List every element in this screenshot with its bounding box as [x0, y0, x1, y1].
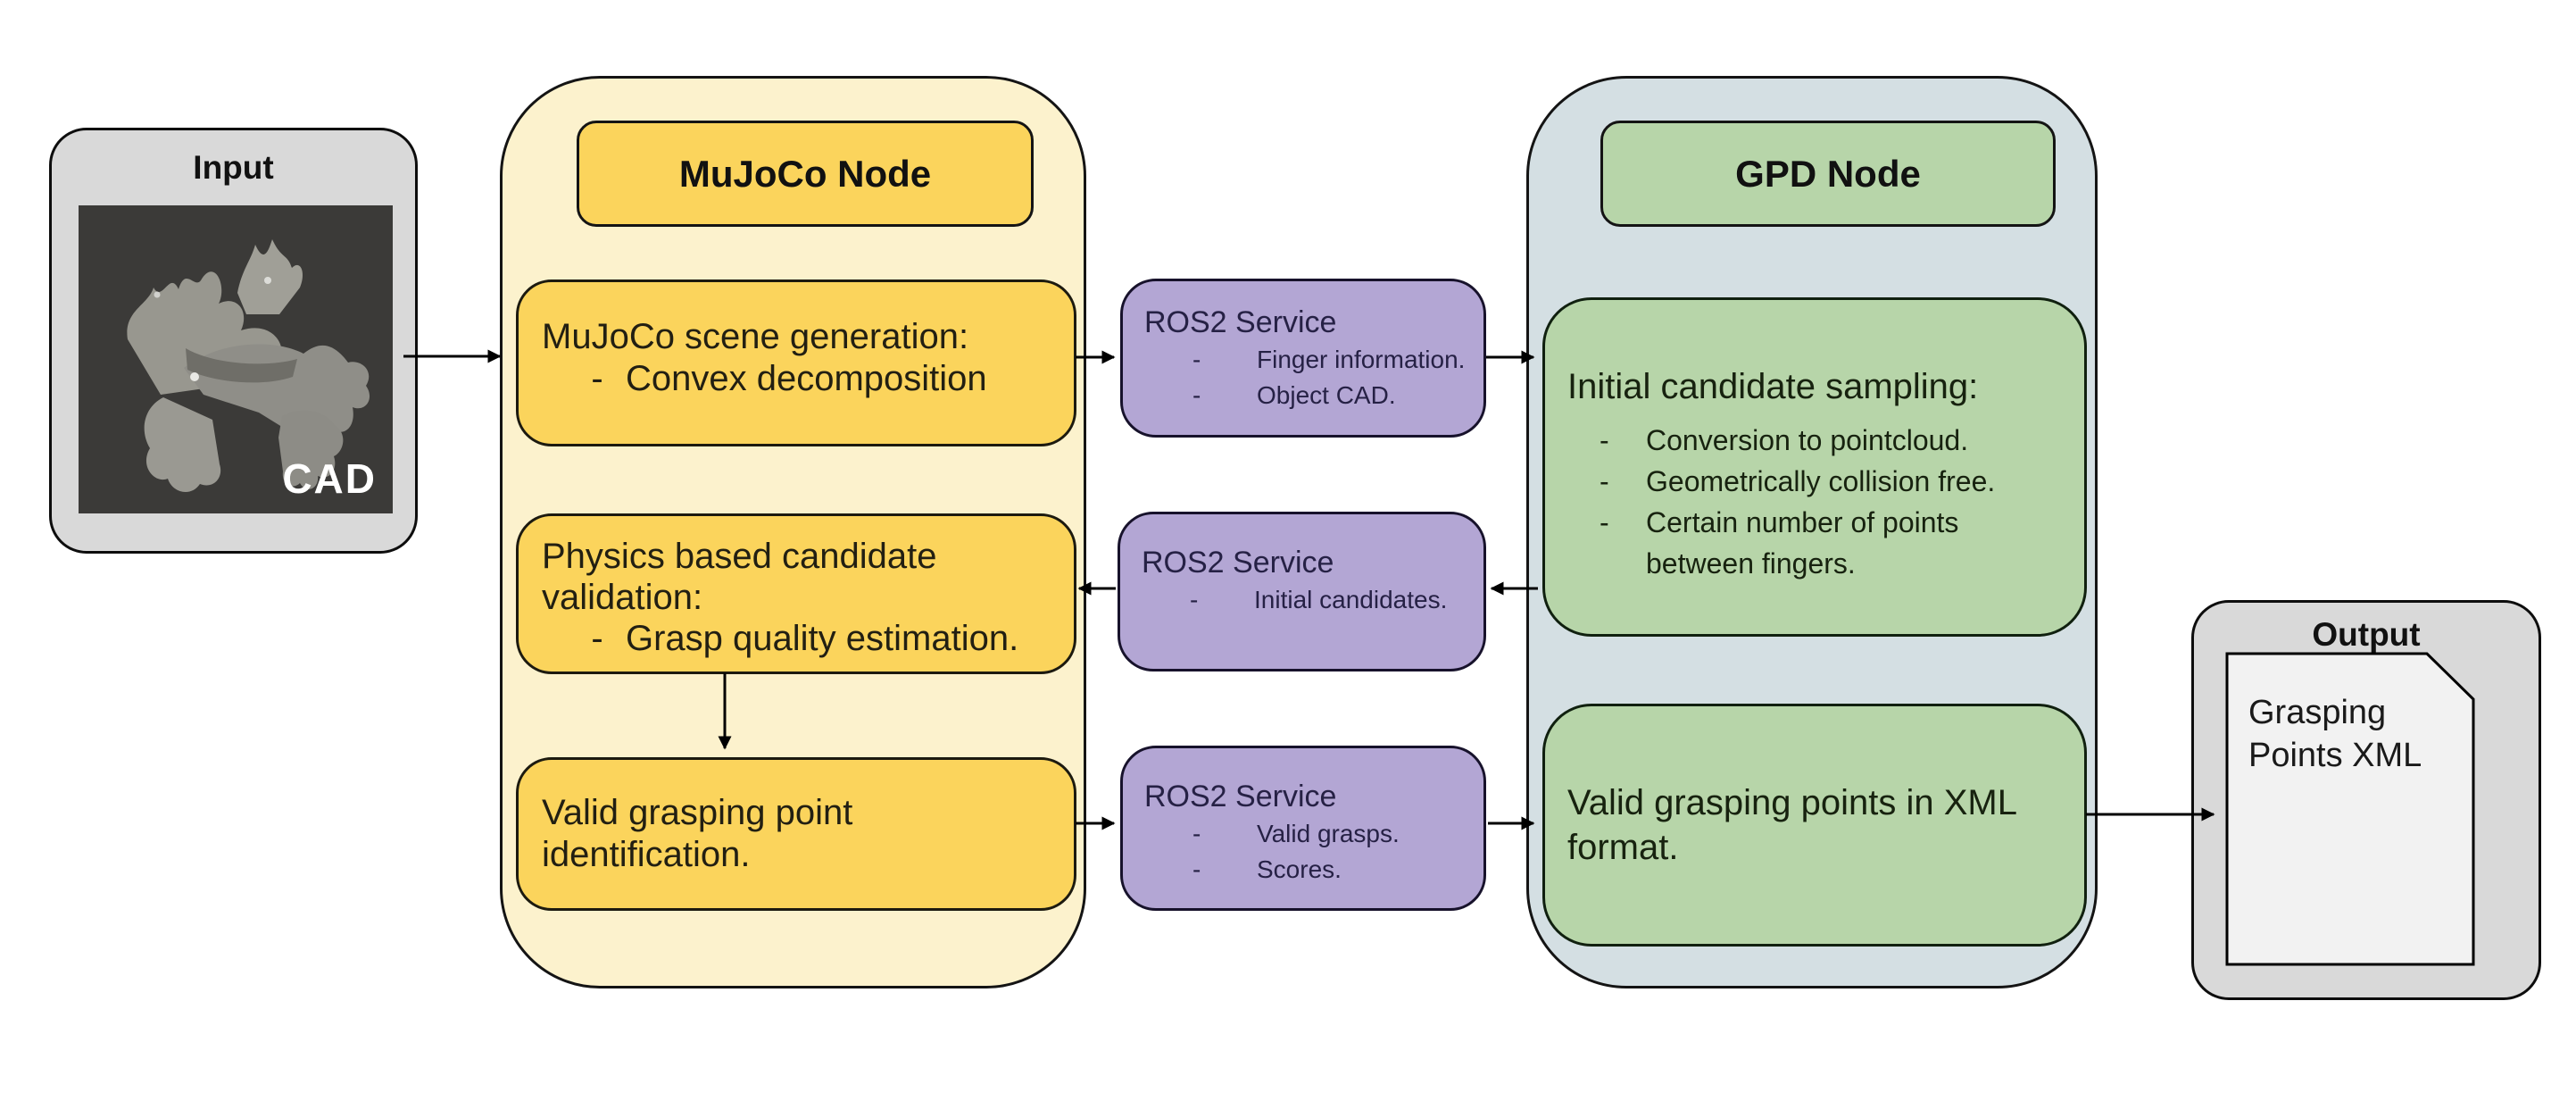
service-bullet: - Object CAD. — [1144, 378, 1473, 413]
bullet-text: Initial candidates. — [1254, 586, 1448, 613]
mujoco-node-title: MuJoCo Node — [577, 121, 1034, 227]
document-label: Grasping Points XML — [2248, 694, 2422, 774]
initial-candidate-sampling-box: Initial candidate sampling: - Conversion… — [1542, 297, 2087, 637]
bullet-text: Conversion to pointcloud. — [1646, 424, 1969, 456]
gpd-node-title: GPD Node — [1600, 121, 2056, 227]
bullet-dash: - — [1192, 346, 1201, 373]
physics-box-text: Physics based candidate validation: — [542, 537, 937, 617]
bullet-dash: - — [591, 359, 603, 398]
output-group: Output Grasping Points XML — [2191, 600, 2541, 1000]
cad-label: CAD — [282, 455, 377, 502]
xml-box-text: Valid grasping points in XML format. — [1567, 783, 2016, 867]
cad-model-image: CAD — [79, 205, 393, 513]
service-title: ROS2 Service — [1144, 780, 1337, 813]
ros2-service-box-valid-grasps: ROS2 Service - Valid grasps. - Scores. — [1120, 746, 1486, 911]
sampling-bullet: - Conversion to pointcloud. — [1567, 420, 2066, 461]
service-title: ROS2 Service — [1142, 546, 1334, 580]
bullet-text: Convex decomposition — [626, 359, 987, 398]
input-group: Input CAD — [49, 128, 418, 554]
service-title: ROS2 Service — [1144, 305, 1337, 339]
service-bullet: - Scores. — [1144, 852, 1473, 888]
bullet-text: Certain number of points between fingers… — [1646, 506, 1959, 580]
bullet-dash: - — [1600, 465, 1609, 497]
bullet-text: Geometrically collision free. — [1646, 465, 1996, 497]
physics-box-bullet: - Grasp quality estimation. — [542, 618, 1052, 659]
service-bullet: - Initial candidates. — [1142, 582, 1473, 618]
input-group-title: Input — [193, 149, 274, 186]
sampling-bullets: - Conversion to pointcloud. - Geometrica… — [1567, 420, 2066, 584]
scene-box-text: MuJoCo scene generation: — [542, 317, 969, 356]
cad-model-render — [127, 239, 370, 492]
sampling-box-text: Initial candidate sampling: — [1567, 367, 1979, 406]
bullet-dash: - — [1192, 820, 1201, 847]
sampling-bullet: - Geometrically collision free. — [1567, 461, 2066, 502]
output-group-title: Output — [2312, 616, 2421, 653]
bullet-dash: - — [591, 619, 603, 658]
valid-grasping-point-box: Valid grasping point identification. — [516, 757, 1076, 911]
output-document: Grasping Points XML — [2225, 652, 2475, 966]
mujoco-scene-generation-box: MuJoCo scene generation: - Convex decomp… — [516, 279, 1076, 446]
bullet-text: Scores. — [1257, 855, 1342, 883]
physics-validation-box: Physics based candidate validation: - Gr… — [516, 513, 1076, 674]
service-bullet: - Finger information. — [1144, 342, 1473, 378]
mujoco-node-container: MuJoCo Node MuJoCo scene generation: - C… — [500, 76, 1086, 988]
gpd-node-title-text: GPD Node — [1735, 152, 1921, 195]
bullet-text: Object CAD. — [1257, 381, 1396, 409]
gpd-node-container: GPD Node Initial candidate sampling: - C… — [1526, 76, 2098, 988]
bullet-dash: - — [1190, 586, 1199, 613]
ros2-service-box-finger-info: ROS2 Service - Finger information. - Obj… — [1120, 279, 1486, 438]
bullet-dash: - — [1600, 424, 1609, 456]
document-icon — [2225, 652, 2475, 966]
valid-box-text: Valid grasping point identification. — [542, 793, 853, 874]
bullet-dash: - — [1192, 855, 1201, 883]
sampling-bullet: - Certain number of points between finge… — [1567, 502, 2066, 584]
bullet-text: Valid grasps. — [1257, 820, 1400, 847]
bullet-dash: - — [1600, 506, 1609, 538]
valid-grasping-xml-box: Valid grasping points in XML format. — [1542, 704, 2087, 947]
bullet-dash: - — [1192, 381, 1201, 409]
mujoco-node-title-text: MuJoCo Node — [678, 152, 932, 195]
bullet-text: Finger information. — [1257, 346, 1466, 373]
bullet-text: Grasp quality estimation. — [626, 619, 1019, 658]
ros2-service-box-initial-candidates: ROS2 Service - Initial candidates. — [1118, 512, 1486, 671]
service-bullet: - Valid grasps. — [1144, 816, 1473, 852]
scene-box-bullet: - Convex decomposition — [542, 358, 1052, 400]
